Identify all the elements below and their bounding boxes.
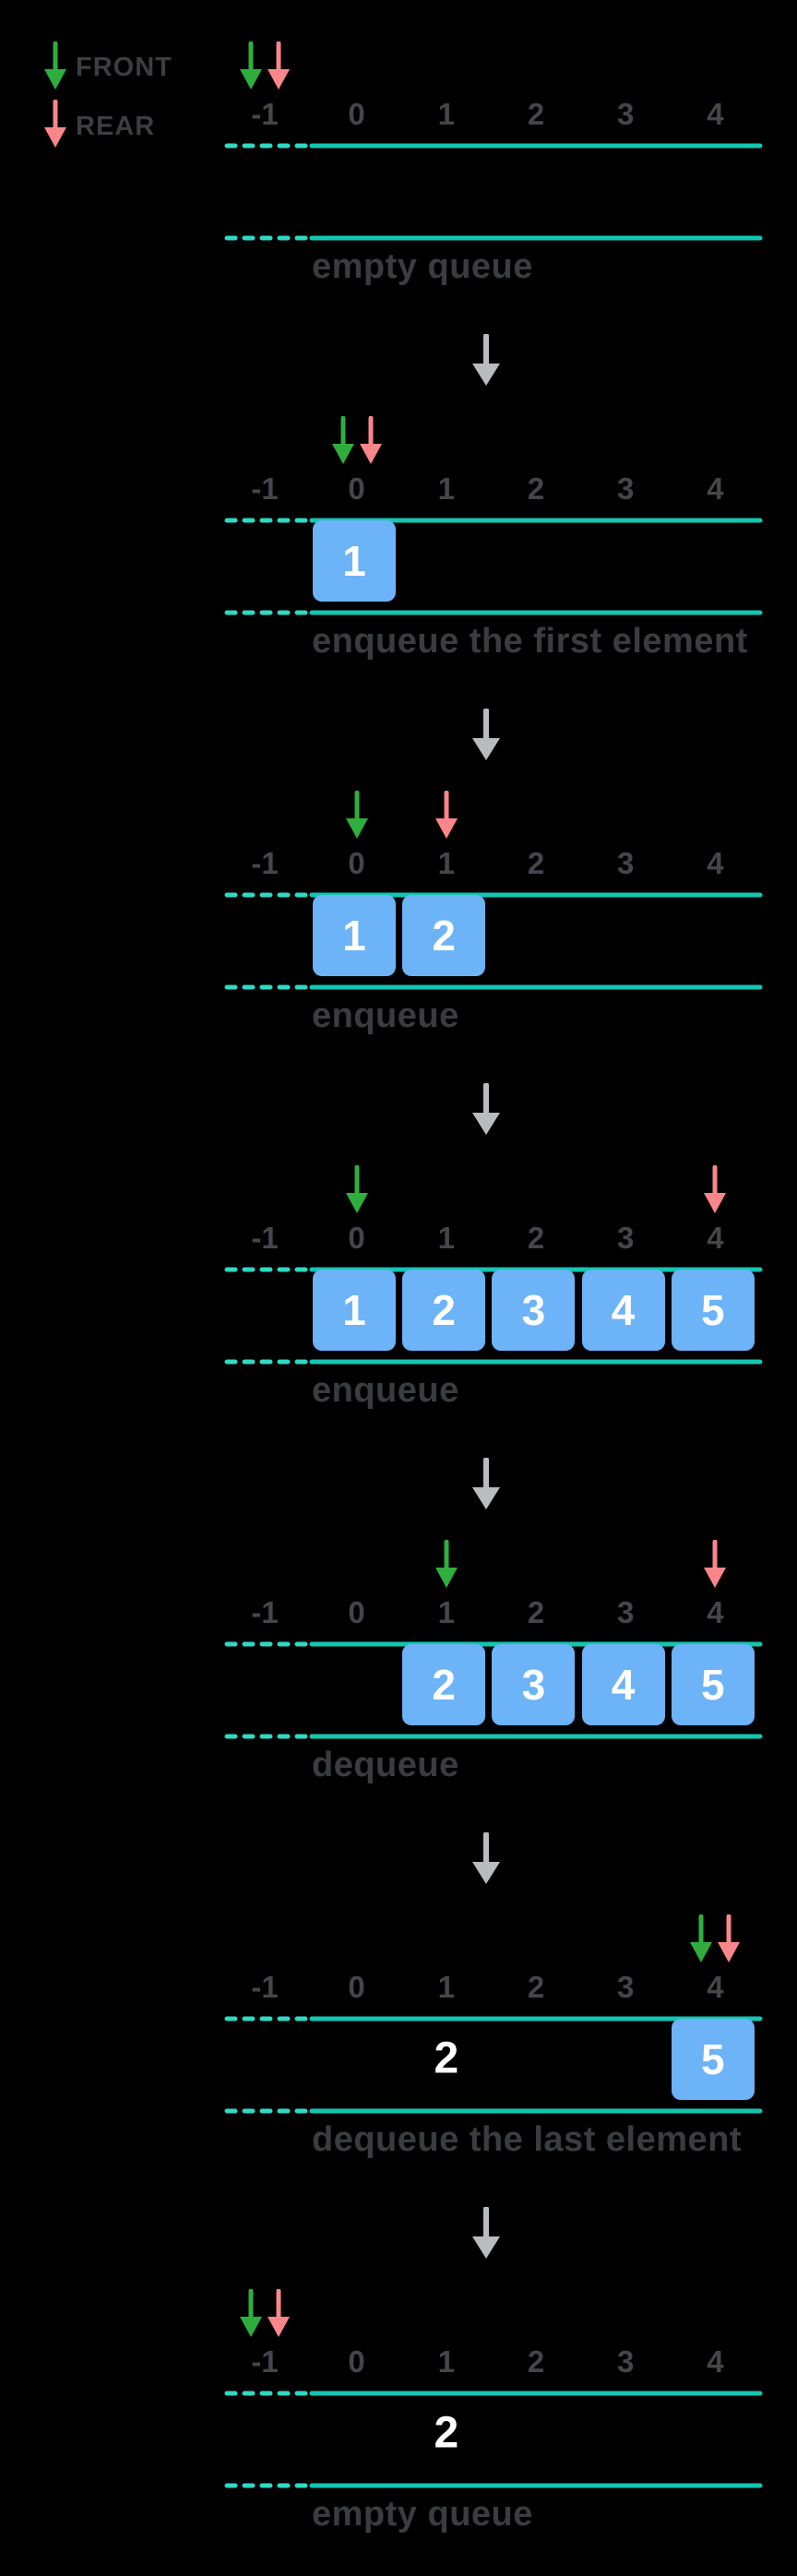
index-label: 2 (527, 1595, 545, 1629)
front-pointer-icon (688, 1914, 714, 1967)
lane-bottom-line (224, 978, 766, 995)
index-label: 1 (437, 1970, 455, 2004)
index-label: -1 (251, 1221, 279, 1255)
queue-element: 3 (492, 1270, 576, 1351)
lane-bottom-line (224, 1727, 766, 1744)
index-label: 0 (348, 2344, 365, 2379)
index-label: 0 (348, 97, 365, 131)
index-label: 3 (617, 846, 635, 880)
index-label: -1 (251, 471, 279, 506)
transition-arrow-icon (470, 2206, 502, 2263)
index-label: 1 (437, 1595, 455, 1629)
index-label: -1 (251, 1595, 279, 1629)
rear-legend-label: REAR (76, 112, 156, 141)
stage-caption: dequeue the last element (312, 2120, 743, 2159)
index-label: 3 (617, 1221, 635, 1255)
transition-arrow-icon (470, 708, 502, 765)
stage-caption: enqueue the first element (312, 622, 748, 661)
queue-element: 3 (492, 1644, 576, 1725)
front-pointer-icon (238, 41, 264, 94)
transition-arrow-icon (470, 1457, 502, 1514)
rear-pointer-icon (434, 790, 459, 843)
queue-element: 4 (581, 1644, 665, 1725)
rear-pointer-icon (702, 1539, 728, 1592)
transition-arrow-icon (470, 1831, 502, 1889)
index-label: 0 (348, 846, 365, 880)
index-label: 3 (617, 471, 635, 506)
index-label: 0 (348, 1595, 365, 1629)
front-pointer-icon (238, 2288, 264, 2342)
index-label: -1 (251, 846, 279, 880)
queue-element: 5 (671, 1270, 755, 1351)
index-label: 0 (348, 471, 365, 506)
lane-bottom-line (224, 603, 766, 620)
index-label: 4 (707, 97, 724, 131)
queue-element: 4 (581, 1270, 665, 1351)
queue-element: 2 (402, 895, 486, 976)
index-label: 1 (437, 471, 455, 506)
rear-pointer-icon (266, 2288, 291, 2342)
index-label: 2 (527, 2344, 545, 2379)
index-label: 0 (348, 1970, 365, 2004)
rear-pointer-icon (266, 41, 291, 94)
lane-bottom-line (224, 2476, 766, 2493)
queue-element: 2 (402, 1644, 486, 1725)
index-label: 4 (707, 1221, 724, 1255)
queue-element: 5 (671, 2019, 755, 2100)
transition-arrow-icon (470, 1082, 502, 1139)
transition-arrow-icon (470, 333, 502, 390)
lane-bottom-line (224, 1353, 766, 1369)
lane-top-line (224, 886, 766, 902)
queue-element: 2 (402, 1270, 486, 1351)
queue-element: 1 (313, 895, 396, 976)
lane-top-line (224, 511, 766, 528)
index-label: -1 (251, 97, 279, 131)
rear-pointer-icon (716, 1914, 742, 1967)
index-label: 3 (617, 2344, 635, 2379)
index-label: 4 (707, 846, 724, 880)
index-label: 3 (617, 97, 635, 131)
rear-arrow-icon (42, 99, 68, 152)
lane-bottom-line (224, 2102, 766, 2118)
queue-element: 1 (313, 520, 396, 602)
dequeued-value: 2 (434, 2408, 459, 2458)
index-label: 4 (707, 2344, 724, 2379)
lane-top-line (224, 2384, 766, 2401)
queue-element: 5 (671, 1644, 755, 1725)
stage-caption: enqueue (312, 996, 459, 1035)
queue-element: 1 (313, 1270, 396, 1351)
stage-caption: enqueue (312, 1371, 459, 1410)
index-label: 4 (707, 1595, 724, 1629)
index-label: 1 (437, 1221, 455, 1255)
front-legend-label: FRONT (76, 53, 172, 82)
front-pointer-icon (344, 790, 370, 843)
lane-top-line (224, 137, 766, 153)
index-label: 2 (527, 846, 545, 880)
index-label: 3 (617, 1970, 635, 2004)
index-label: -1 (251, 2344, 279, 2379)
index-label: 0 (348, 1221, 365, 1255)
dequeued-value: 2 (434, 2033, 459, 2083)
stage-caption: dequeue (312, 1746, 459, 1784)
index-label: 2 (527, 1221, 545, 1255)
front-pointer-icon (330, 415, 356, 469)
stage-caption: empty queue (312, 247, 533, 286)
rear-pointer-icon (702, 1164, 728, 1218)
index-label: 3 (617, 1595, 635, 1629)
front-pointer-icon (434, 1539, 459, 1592)
index-label: 2 (527, 1970, 545, 2004)
index-label: 2 (527, 471, 545, 506)
index-label: 1 (437, 97, 455, 131)
index-label: -1 (251, 1970, 279, 2004)
front-pointer-icon (344, 1164, 370, 1218)
index-label: 1 (437, 846, 455, 880)
index-label: 4 (707, 471, 724, 506)
index-label: 2 (527, 97, 545, 131)
stage-caption: empty queue (312, 2495, 533, 2534)
rear-pointer-icon (358, 415, 384, 469)
lane-bottom-line (224, 229, 766, 245)
index-label: 1 (437, 2344, 455, 2379)
index-label: 4 (707, 1970, 724, 2004)
front-arrow-icon (42, 41, 68, 94)
